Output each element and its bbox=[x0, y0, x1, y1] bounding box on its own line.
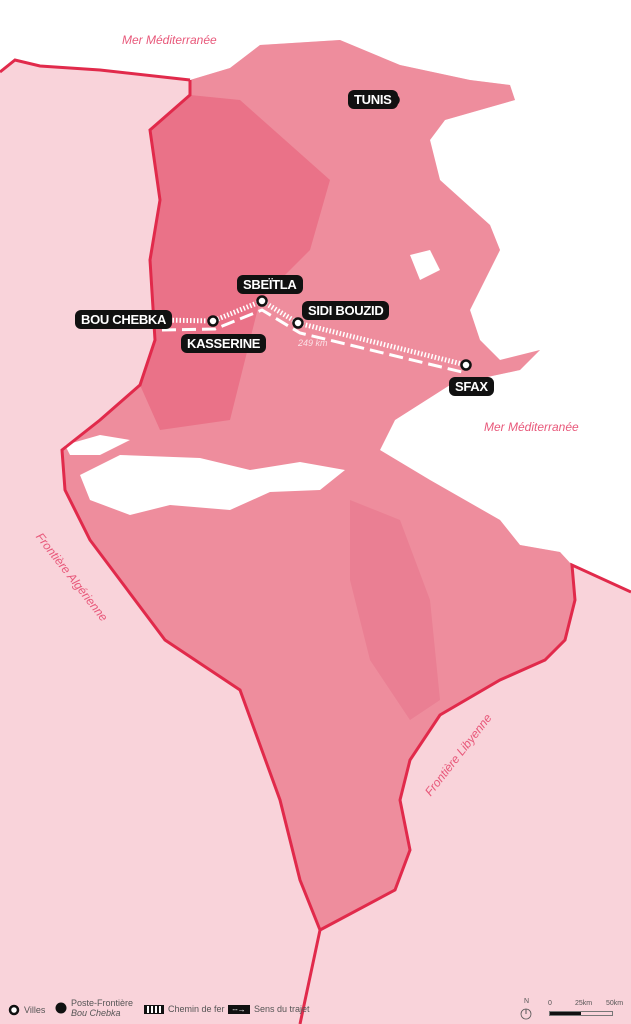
city-marker-sidi-bouzid bbox=[292, 317, 304, 329]
legend-rail-label: Chemin de fer bbox=[168, 1004, 225, 1014]
border-post-icon bbox=[55, 1002, 67, 1014]
city-label-sbeitla: Sbeïtla bbox=[237, 275, 303, 294]
relief-south bbox=[350, 500, 440, 720]
north-label: N bbox=[524, 998, 530, 1005]
scale-tick-0: 0 bbox=[548, 1000, 552, 1007]
route bbox=[161, 308, 463, 374]
city-label-kasserine: Kasserine bbox=[181, 334, 267, 353]
direction-arrow-icon: --→ bbox=[228, 1004, 250, 1014]
sea-label-north: Mer Méditerranée bbox=[122, 33, 217, 47]
sea-label-east: Mer Méditerranée bbox=[484, 420, 579, 434]
city-label-bou-chebka: Bou Chebka bbox=[75, 310, 173, 329]
city-label-sfax: Sfax bbox=[449, 377, 494, 396]
libya-border bbox=[319, 562, 631, 932]
city-icon bbox=[8, 1004, 20, 1016]
city-marker-kasserine bbox=[207, 315, 219, 327]
railway-icon bbox=[144, 1004, 164, 1014]
city-marker-sbeitla bbox=[256, 295, 268, 307]
chott-lakes bbox=[80, 455, 345, 515]
legend-direction: --→ Sens du trajet bbox=[228, 1004, 310, 1014]
city-label-tunis: Tunis bbox=[348, 90, 398, 109]
distance-label: 249 km bbox=[298, 338, 328, 348]
city-marker-sfax bbox=[460, 359, 472, 371]
legend-villes-label: Villes bbox=[24, 1005, 46, 1015]
chott-small bbox=[65, 435, 130, 455]
legend-poste-name: Bou Chebka bbox=[71, 1008, 121, 1018]
north-arrow: N bbox=[524, 998, 529, 1005]
legend-poste-label: Poste-Frontière bbox=[71, 998, 134, 1008]
legend-rail: Chemin de fer bbox=[144, 1004, 225, 1014]
scale-bar bbox=[549, 1011, 613, 1016]
railway bbox=[161, 298, 467, 368]
lake bbox=[410, 250, 440, 280]
scale-tick-25: 25km bbox=[575, 1000, 593, 1007]
city-label-sidi-bouzid: Sidi Bouzid bbox=[302, 301, 390, 320]
legend-villes: Villes bbox=[8, 1004, 45, 1016]
scale-tick-50: 50km bbox=[606, 1000, 624, 1007]
legend-direction-label: Sens du trajet bbox=[254, 1004, 310, 1014]
compass-icon bbox=[520, 1008, 532, 1020]
algeria-border bbox=[0, 58, 322, 1024]
